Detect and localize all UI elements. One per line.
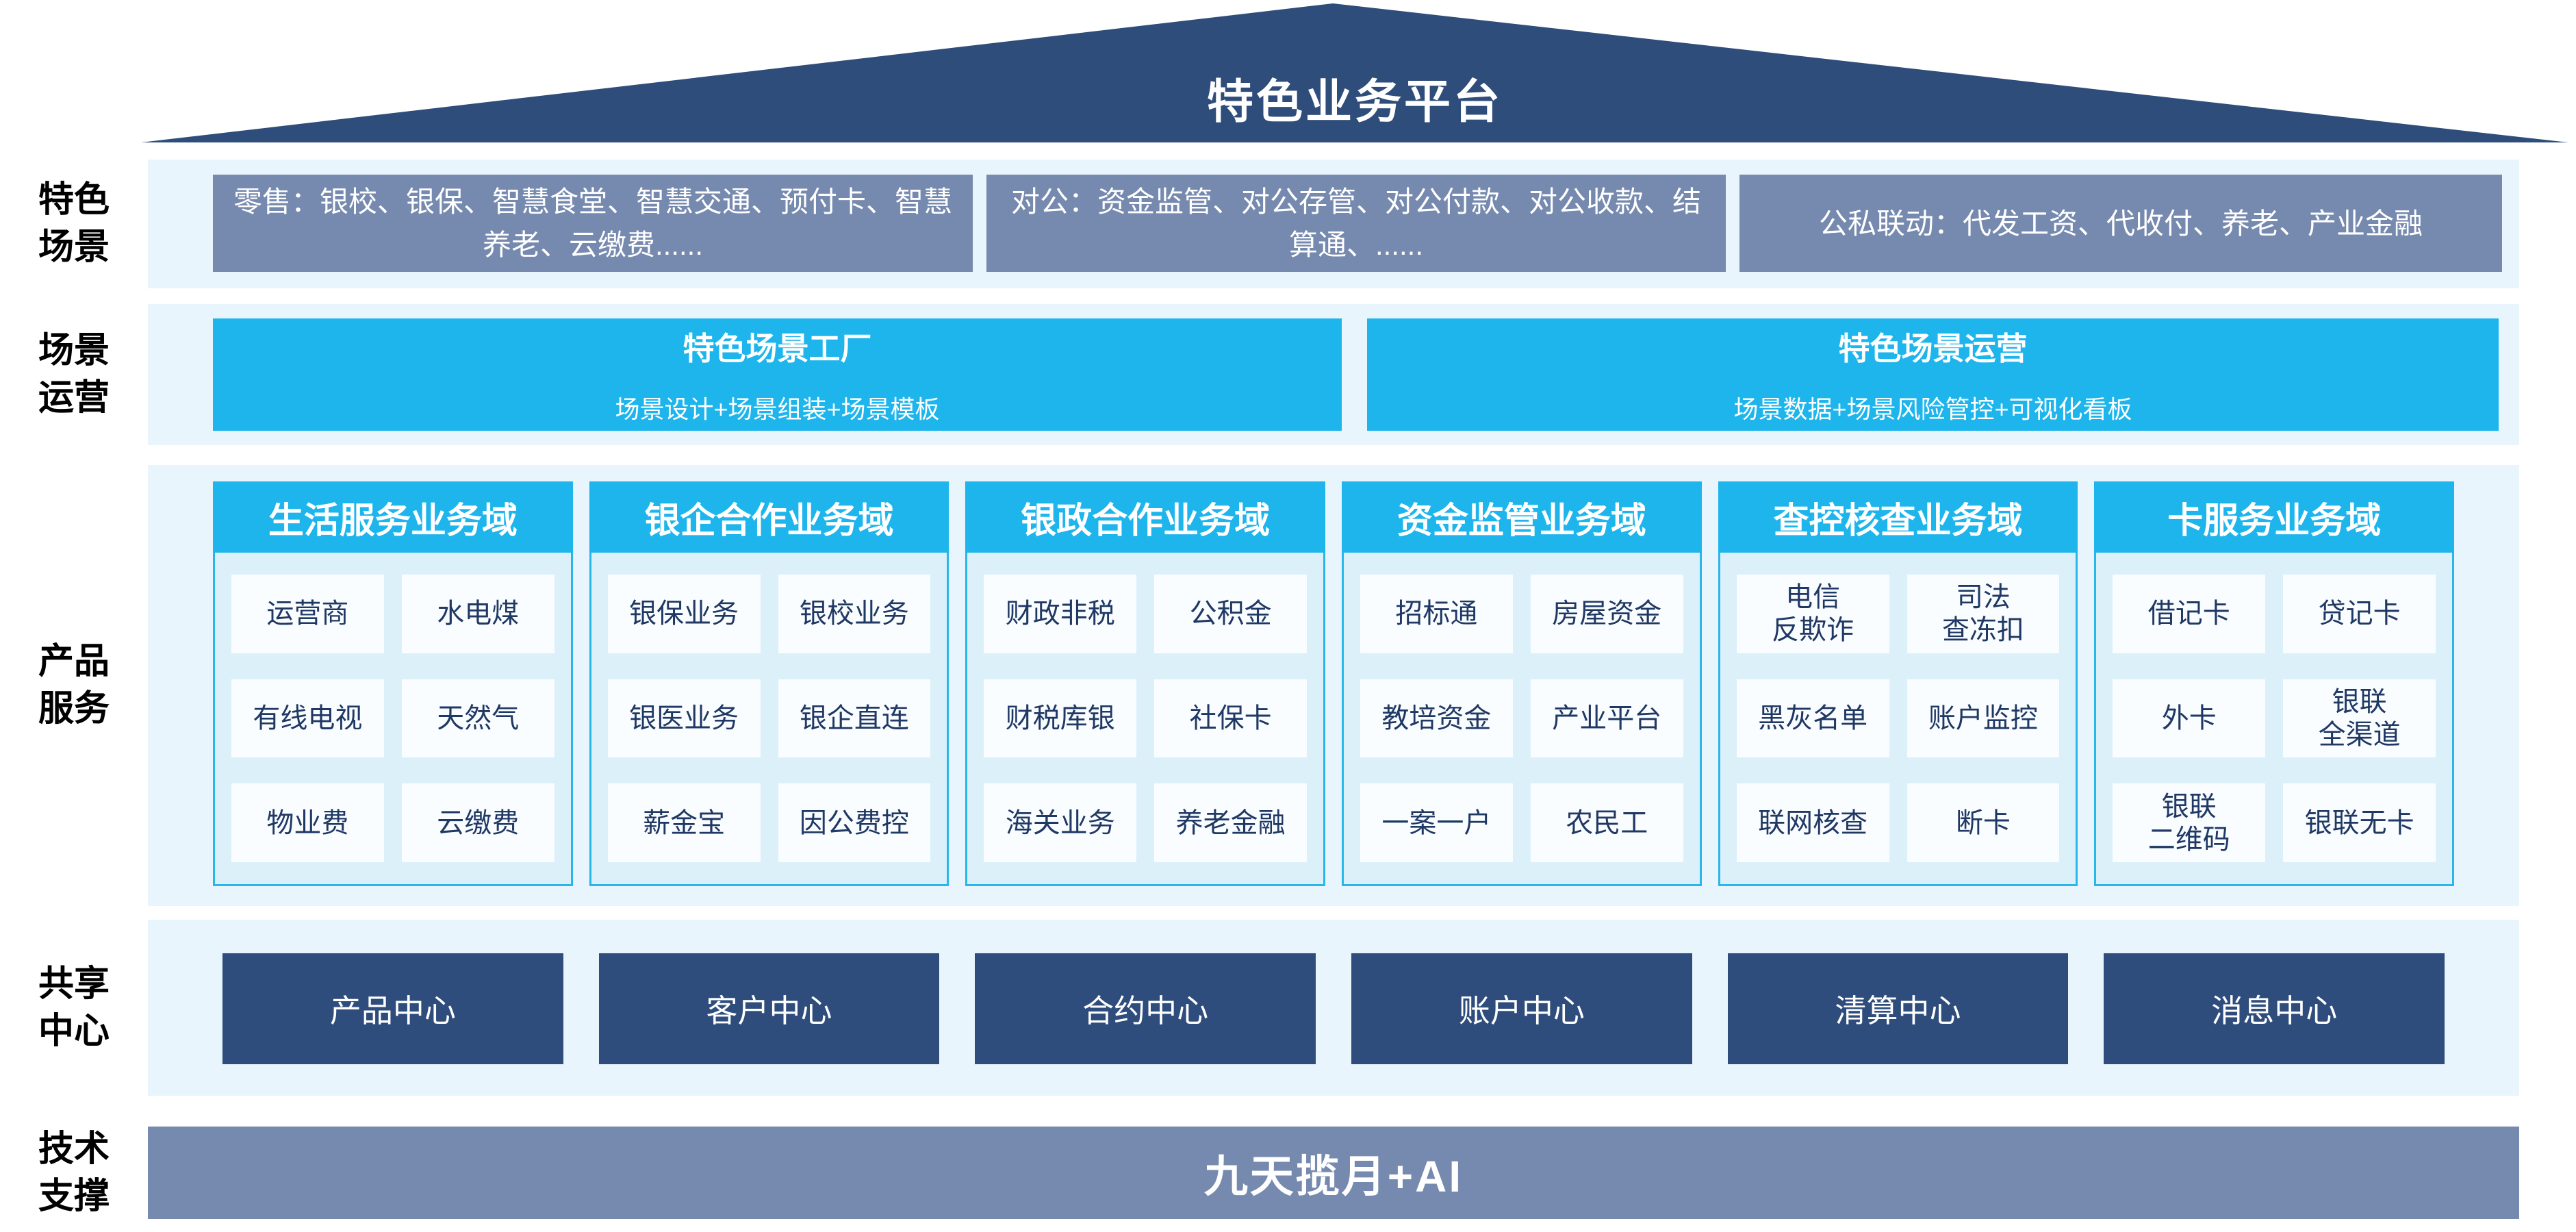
product-columns: 生活服务业务域 运营商 水电煤 有线电视 天然气 物业费 云缴费 银企合作业务域… [213,481,2455,886]
product-cell: 账户监控 [1907,679,2060,758]
operation-box-subtitle: 场景设计+场景组装+场景模板 [615,395,940,423]
operations-band: 特色场景工厂 场景设计+场景组装+场景模板 特色场景运营 场景数据+场景风险管控… [148,304,2519,445]
center-box-product: 产品中心 [222,953,563,1064]
scene-box-retail: 零售：银校、银保、智慧食堂、智慧交通、预付卡、智慧养老、云缴费...... [213,175,973,272]
product-cell: 联网核查 [1736,783,1889,862]
roof-shape: 特色业务平台 [141,3,2568,142]
column-header: 查控核查业务域 [1718,481,2078,553]
operation-box-title: 特色场景工厂 [683,331,872,366]
product-column-life-services: 生活服务业务域 运营商 水电煤 有线电视 天然气 物业费 云缴费 [213,481,573,886]
product-cell: 公积金 [1154,575,1308,653]
product-cell: 银联 全渠道 [2283,679,2436,758]
product-cell: 银联 二维码 [2113,783,2266,862]
product-cell: 电信 反欺诈 [1736,575,1889,653]
product-cell: 农民工 [1530,783,1683,862]
product-cell: 有线电视 [231,679,384,758]
product-cell: 房屋资金 [1530,575,1683,653]
product-cell: 银企直连 [778,679,931,758]
operation-box-title: 特色场景运营 [1838,331,2028,366]
product-cell: 招标通 [1360,575,1513,653]
side-label-scenes: 特色 场景 [38,180,110,267]
center-box-account: 账户中心 [1351,953,1692,1064]
column-body: 借记卡 贷记卡 外卡 银联 全渠道 银联 二维码 银联无卡 [2094,553,2455,886]
product-cell: 海关业务 [984,783,1137,862]
product-cell: 薪金宝 [607,783,761,862]
center-box-clearing: 清算中心 [1727,953,2069,1064]
column-body: 招标通 房屋资金 教培资金 产业平台 一案一户 农民工 [1342,553,1702,886]
column-header: 银政合作业务域 [965,481,1326,553]
side-label-products: 产品 服务 [38,642,110,729]
product-cell: 司法 查冻扣 [1907,575,2060,653]
product-cell: 财税库银 [984,679,1137,758]
scene-box-corporate: 对公：资金监管、对公存管、对公付款、对公收款、结算通、...... [986,175,1726,272]
tech-support-bar: 九天揽月+AI [148,1127,2519,1219]
column-body: 电信 反欺诈 司法 查冻扣 黑灰名单 账户监控 联网核查 断卡 [1718,553,2078,886]
centers-band: 产品中心 客户中心 合约中心 账户中心 清算中心 消息中心 [148,920,2519,1096]
product-column-bank-enterprise: 银企合作业务域 银保业务 银校业务 银医业务 银企直连 薪金宝 因公费控 [589,481,949,886]
column-header: 资金监管业务域 [1342,481,1702,553]
products-band: 生活服务业务域 运营商 水电煤 有线电视 天然气 物业费 云缴费 银企合作业务域… [148,465,2519,906]
center-box-contract: 合约中心 [975,953,1316,1064]
product-column-fund-supervision: 资金监管业务域 招标通 房屋资金 教培资金 产业平台 一案一户 农民工 [1342,481,1702,886]
product-cell: 财政非税 [984,575,1137,653]
scene-box-linkage: 公私联动：代发工资、代收付、养老、产业金融 [1739,175,2502,272]
side-label-centers: 共享 中心 [38,964,110,1051]
product-cell: 物业费 [231,783,384,862]
column-header: 卡服务业务域 [2094,481,2455,553]
product-column-card-services: 卡服务业务域 借记卡 贷记卡 外卡 银联 全渠道 银联 二维码 银联无卡 [2094,481,2455,886]
product-cell: 借记卡 [2113,575,2266,653]
center-boxes: 产品中心 客户中心 合约中心 账户中心 清算中心 消息中心 [213,953,2454,1064]
product-cell: 银联无卡 [2283,783,2436,862]
product-column-bank-government: 银政合作业务域 财政非税 公积金 财税库银 社保卡 海关业务 养老金融 [965,481,1326,886]
column-body: 财政非税 公积金 财税库银 社保卡 海关业务 养老金融 [965,553,1326,886]
column-header: 银企合作业务域 [589,481,949,553]
product-cell: 黑灰名单 [1736,679,1889,758]
product-cell: 教培资金 [1360,679,1513,758]
column-header: 生活服务业务域 [213,481,573,553]
product-cell: 产业平台 [1530,679,1683,758]
side-label-operations: 场景 运营 [38,331,110,418]
product-cell: 银校业务 [778,575,931,653]
column-body: 银保业务 银校业务 银医业务 银企直连 薪金宝 因公费控 [589,553,949,886]
product-cell: 社保卡 [1154,679,1308,758]
center-box-customer: 客户中心 [598,953,940,1064]
product-cell: 养老金融 [1154,783,1308,862]
product-cell: 天然气 [401,679,554,758]
operation-box-factory: 特色场景工厂 场景设计+场景组装+场景模板 [213,318,1342,431]
side-label-tech: 技术 支撑 [38,1129,110,1216]
product-cell: 运营商 [231,575,384,653]
operation-box-subtitle: 场景数据+场景风险管控+可视化看板 [1733,395,2132,423]
product-cell: 一案一户 [1360,783,1513,862]
page-title: 特色业务平台 [1206,76,1503,128]
product-cell: 水电煤 [401,575,554,653]
product-cell: 因公费控 [778,783,931,862]
operation-box-operating: 特色场景运营 场景数据+场景风险管控+可视化看板 [1367,318,2499,431]
center-box-message: 消息中心 [2104,953,2445,1064]
product-cell: 云缴费 [401,783,554,862]
product-column-inquiry-control: 查控核查业务域 电信 反欺诈 司法 查冻扣 黑灰名单 账户监控 联网核查 断卡 [1718,481,2078,886]
product-cell: 断卡 [1907,783,2060,862]
scenes-band: 零售：银校、银保、智慧食堂、智慧交通、预付卡、智慧养老、云缴费...... 对公… [148,160,2519,288]
product-cell: 银保业务 [607,575,761,653]
product-cell: 外卡 [2113,679,2266,758]
column-body: 运营商 水电煤 有线电视 天然气 物业费 云缴费 [213,553,573,886]
product-cell: 贷记卡 [2283,575,2436,653]
product-cell: 银医业务 [607,679,761,758]
